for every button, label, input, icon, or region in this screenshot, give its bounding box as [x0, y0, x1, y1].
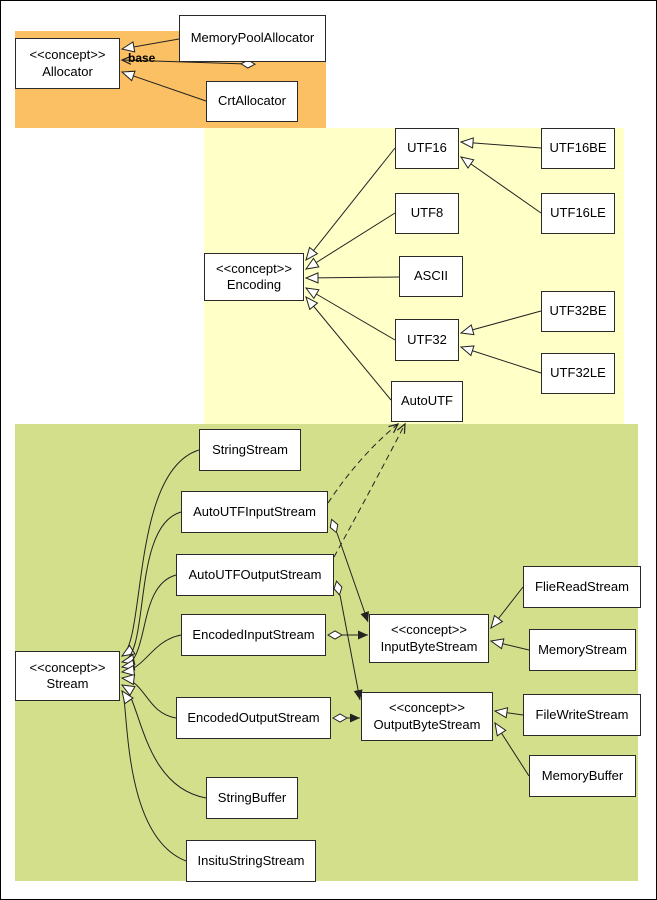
diamond-encodedinputstream [326, 630, 344, 640]
utf32-label: UTF32 [407, 331, 447, 347]
node-output-byte-stream: <<concept>> OutputByteStream [361, 692, 493, 741]
crt-allocator-label: CrtAllocator [218, 93, 286, 109]
node-memory-buffer: MemoryBuffer [529, 755, 636, 797]
node-ascii: ASCII [399, 256, 463, 297]
utf8-label: UTF8 [410, 205, 444, 221]
utf32le-label: UTF32LE [550, 365, 606, 381]
output-byte-stream-stereotype: <<concept>> [389, 700, 465, 716]
edge-utf32le-utf32 [459, 345, 542, 374]
node-file-write-stream: FileWriteStream [523, 694, 641, 736]
memory-buffer-label: MemoryBuffer [541, 767, 624, 783]
edge-autoutf-encoding [305, 295, 392, 401]
insitu-string-stream-label: InsituStringStream [197, 852, 305, 868]
edge-autoutfoutputstream-stream [120, 574, 177, 671]
string-stream-label: StringStream [212, 441, 288, 457]
edge-autoutfoutputstream-outputbytestream-aggregation [339, 594, 363, 701]
edge-ascii-encoding [304, 272, 400, 284]
edge-utf32be-utf32 [459, 310, 542, 336]
autoutf-input-stream-label: AutoUTFInputStream [193, 503, 316, 519]
output-byte-stream-label: OutputByteStream [373, 716, 481, 732]
node-encoding: <<concept>> Encoding [204, 253, 304, 301]
node-utf16be: UTF16BE [541, 128, 615, 169]
edge-memorypoolallocator-allocator-base [120, 55, 248, 65]
edge-autoutfoutputstream-autoutf-dependency [333, 422, 406, 558]
memory-pool-allocator-label: MemoryPoolAllocator [190, 30, 315, 46]
diamond-autoutfoutputstream [333, 580, 343, 596]
edge-utf8-encoding [304, 212, 396, 270]
edge-encodedoutputstream-stream [120, 673, 177, 719]
node-autoutf: AutoUTF [391, 381, 463, 422]
node-encoded-output-stream: EncodedOutputStream [176, 697, 331, 739]
encoded-input-stream-label: EncodedInputStream [192, 626, 315, 642]
node-utf16: UTF16 [395, 128, 459, 169]
edge-utf32-encoding [304, 287, 396, 341]
node-insitu-string-stream: InsituStringStream [186, 840, 316, 882]
utf32be-label: UTF32BE [549, 303, 607, 319]
utf16le-label: UTF16LE [550, 205, 606, 221]
stream-label: Stream [46, 676, 89, 691]
flie-read-stream-label: FlieReadStream [535, 578, 629, 594]
node-utf16le: UTF16LE [541, 193, 615, 234]
node-string-stream: StringStream [199, 429, 301, 471]
node-utf32: UTF32 [395, 319, 459, 361]
edge-memorypoolallocator-allocator-realization [120, 38, 180, 53]
stream-stereotype: <<concept>> [29, 659, 106, 675]
node-allocator: <<concept>> Allocator [15, 38, 120, 89]
encoding-label: Encoding [226, 277, 282, 292]
node-string-buffer: StringBuffer [206, 777, 298, 819]
ascii-label: ASCII [414, 268, 448, 284]
edge-autoutfinputstream-autoutf-dependency [327, 423, 400, 504]
allocator-label: Allocator [42, 63, 93, 79]
node-utf32be: UTF32BE [541, 291, 615, 332]
edge-stringstream-stream [120, 449, 200, 657]
edge-label-base: base [128, 51, 156, 65]
utf16-label: UTF16 [407, 140, 447, 156]
diamond-encodedoutputstream [331, 713, 349, 723]
encoding-stereotype: <<concept>> [216, 260, 292, 276]
autoutf-label: AutoUTF [400, 393, 453, 409]
autoutf-output-stream-label: AutoUTFOutputStream [188, 566, 322, 582]
edge-crtallocator-allocator-realization [120, 70, 207, 102]
edge-memorystream-inputbytestream [489, 638, 530, 651]
edge-utf16be-utf16 [459, 137, 542, 149]
edge-autoutfinputstream-stream [120, 511, 182, 666]
allocator-stereotype: <<concept>> [29, 47, 106, 63]
node-utf8: UTF8 [395, 193, 459, 234]
node-stream: <<concept>> Stream [15, 651, 120, 701]
edge-utf16-encoding [305, 147, 396, 262]
node-flie-read-stream: FlieReadStream [523, 566, 641, 608]
encoded-output-stream-label: EncodedOutputStream [187, 709, 320, 725]
node-autoutf-input-stream: AutoUTFInputStream [181, 491, 328, 533]
node-memory-stream: MemoryStream [529, 629, 636, 671]
node-input-byte-stream: <<concept>> InputByteStream [369, 614, 489, 663]
edge-fliereadstream-inputbytestream [490, 586, 524, 630]
utf16be-label: UTF16BE [549, 140, 607, 156]
node-encoded-input-stream: EncodedInputStream [181, 614, 326, 656]
string-buffer-label: StringBuffer [217, 789, 287, 805]
memory-stream-label: MemoryStream [538, 641, 627, 657]
node-autoutf-output-stream: AutoUTFOutputStream [176, 554, 334, 596]
edge-utf16le-utf16 [459, 156, 542, 214]
node-memory-pool-allocator: MemoryPoolAllocator [179, 15, 326, 62]
diamond-autoutfinputstream [329, 518, 339, 534]
edge-encodedinputstream-stream [120, 634, 182, 677]
edge-autoutfinputstream-inputbytestream-aggregation [336, 532, 369, 623]
input-byte-stream-stereotype: <<concept>> [391, 622, 467, 638]
node-utf32le: UTF32LE [541, 353, 615, 394]
node-crt-allocator: CrtAllocator [206, 81, 298, 122]
file-write-stream-label: FileWriteStream [535, 706, 629, 722]
edge-filewritestream-outputbytestream [493, 707, 524, 719]
edge-memorybuffer-outputbytestream [494, 721, 530, 777]
edge-insitustringstream-stream [121, 689, 187, 862]
input-byte-stream-label: InputByteStream [380, 638, 478, 654]
